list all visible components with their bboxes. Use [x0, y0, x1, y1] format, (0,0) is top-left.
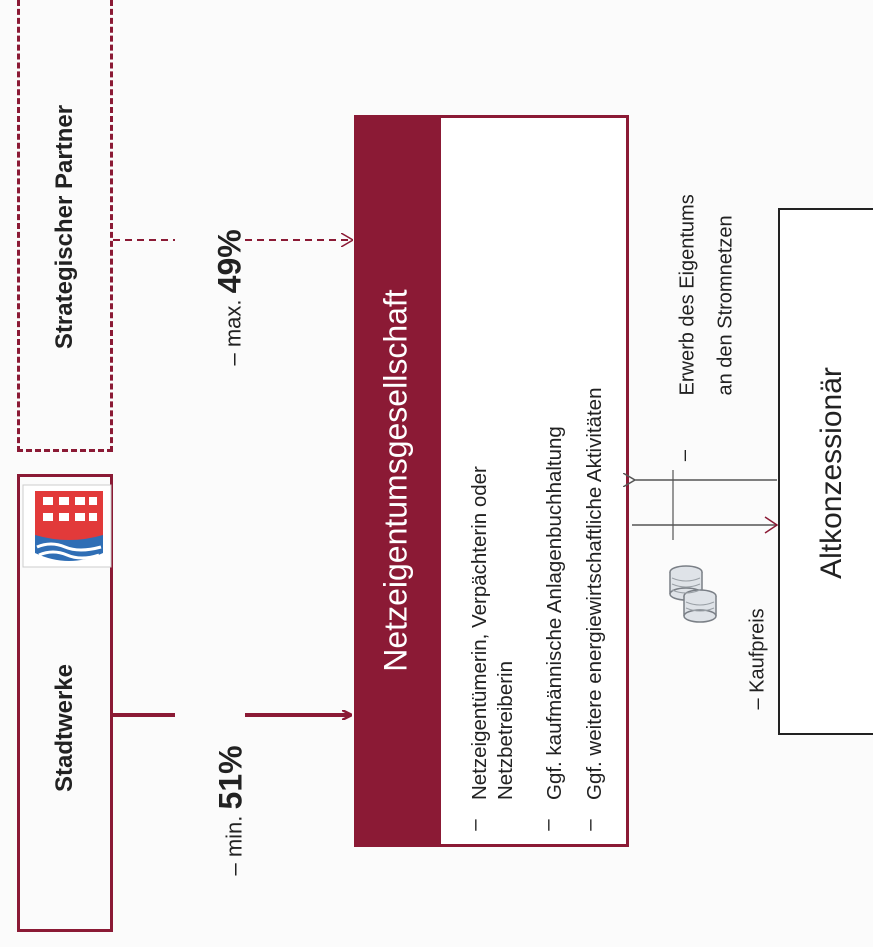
- netzeigentumsgesellschaft-box: [354, 115, 629, 847]
- gesellschaft-header: [357, 118, 441, 844]
- strategic-partner-box: [17, 0, 113, 452]
- stadtwerke-box: [17, 474, 113, 932]
- kaufpreis-arrowhead: [764, 516, 779, 534]
- coins-icon: [669, 565, 717, 623]
- coat-of-arms-icon: [22, 484, 112, 568]
- altkonzessionaer-box: [778, 208, 873, 735]
